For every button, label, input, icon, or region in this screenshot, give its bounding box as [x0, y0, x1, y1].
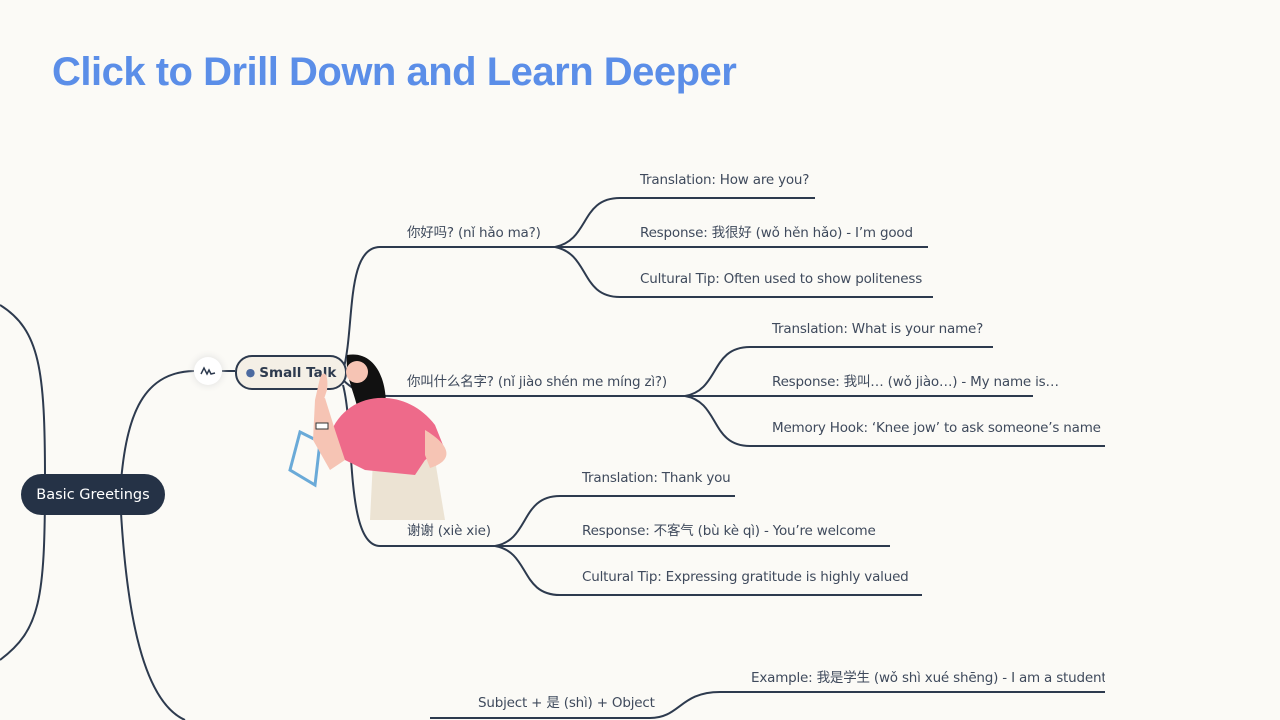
- leaf[interactable]: Translation: How are you?: [640, 172, 810, 188]
- leaf[interactable]: Example: 我是学生 (wǒ shì xué shēng) - I am …: [751, 670, 1107, 686]
- branch-name[interactable]: 你叫什么名字? (nǐ jiào shén me míng zì?): [407, 374, 667, 390]
- leaf[interactable]: Translation: Thank you: [582, 470, 731, 486]
- speaking-head-icon: ●: [245, 366, 256, 379]
- node-basic-greetings[interactable]: Basic Greetings: [21, 474, 165, 515]
- woman-pointing-illustration: [288, 354, 447, 520]
- squiggle-icon: [200, 366, 216, 376]
- leaf[interactable]: Response: 我叫… (wǒ jiào…) - My name is…: [772, 374, 1059, 390]
- branch-xiexie[interactable]: 谢谢 (xiè xie): [407, 523, 491, 539]
- leaf[interactable]: Cultural Tip: Often used to show politen…: [640, 271, 923, 287]
- collapse-toggle[interactable]: [194, 357, 222, 385]
- page-title: Click to Drill Down and Learn Deeper: [52, 50, 737, 94]
- leaf[interactable]: Cultural Tip: Expressing gratitude is hi…: [582, 569, 909, 585]
- node-label: Small Talk: [259, 364, 337, 381]
- branch-grammar[interactable]: Subject + 是 (shì) + Object: [478, 695, 655, 711]
- node-small-talk[interactable]: ● Small Talk: [235, 355, 347, 390]
- branch-nihaoma[interactable]: 你好吗? (nǐ hǎo ma?): [407, 225, 541, 241]
- leaf[interactable]: Response: 我很好 (wǒ hěn hǎo) - I’m good: [640, 225, 913, 241]
- leaf[interactable]: Translation: What is your name?: [772, 321, 984, 337]
- leaf[interactable]: Response: 不客气 (bù kè qì) - You’re welcom…: [582, 523, 876, 539]
- canvas-edge-mask: [1105, 0, 1280, 720]
- leaf[interactable]: Memory Hook: ‘Knee jow’ to ask someone’s…: [772, 420, 1101, 436]
